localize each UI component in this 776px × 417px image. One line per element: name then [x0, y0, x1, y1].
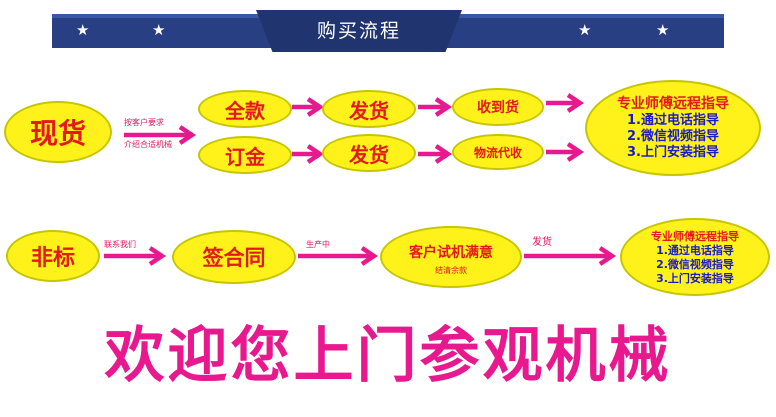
arrow-ship-to-received [418, 97, 453, 117]
star-icon: ★ [152, 21, 166, 39]
star-icon: ★ [578, 21, 592, 39]
node-non-standard: 非标 [6, 230, 100, 282]
star-icon: ★ [656, 21, 670, 39]
node-ship-b: 发货 [322, 134, 416, 172]
node-full-payment: 全款 [198, 90, 292, 128]
star-icon: ★ [76, 21, 90, 39]
note-customer-request: 按客户要求 [124, 118, 164, 127]
arrow-received-to-guide [546, 93, 585, 113]
arrow-start-to-branches [124, 125, 197, 145]
node-logistics-cod: 物流代收 [452, 134, 544, 170]
node-received: 收到货 [452, 88, 544, 126]
arrow-full-to-ship [292, 97, 325, 117]
arrow-trial-to-guide [524, 246, 617, 266]
arrow-logistics-to-guide [546, 142, 585, 162]
arrow-ship-to-logistics [418, 144, 453, 164]
node-sign-contract: 签合同 [172, 230, 296, 284]
note-recommend-machine: 介绍合适机械 [124, 140, 172, 149]
note-contact-us: 联系我们 [104, 240, 136, 249]
note-ship: 发货 [532, 237, 552, 248]
arrow-nonstd-to-sign [104, 246, 167, 266]
note-in-production: 生产中 [306, 240, 330, 249]
welcome-slogan: 欢迎您上门参观机械 [104, 321, 672, 391]
guide-remote-1: 专业师傅远程指导 1.通过电话指导 2.微信视频指导 3.上门安装指导 [585, 80, 761, 176]
header-title: 购买流程 [316, 20, 401, 42]
header-title-plate [256, 10, 462, 52]
node-trial-subtext: 结清余款 [435, 266, 467, 275]
node-deposit: 订金 [198, 136, 292, 174]
arrow-deposit-to-ship [292, 144, 325, 164]
node-ship-a: 发货 [322, 90, 416, 128]
guide-remote-2: 专业师傅远程指导 1.通过电话指导 2.微信视频指导 3.上门安装指导 [620, 218, 770, 296]
node-trial-satisfied: 客户试机满意 结清余款 [380, 226, 522, 288]
node-in-stock: 现货 [4, 101, 112, 163]
arrow-sign-to-trial [298, 246, 379, 266]
